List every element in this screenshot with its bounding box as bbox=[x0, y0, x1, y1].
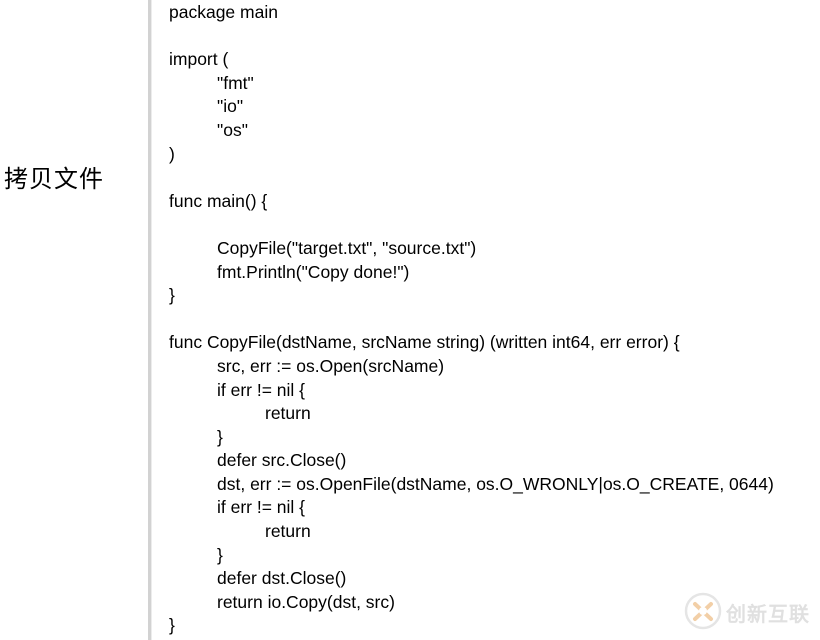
code-line: ) bbox=[169, 143, 175, 164]
code-line: "os" bbox=[217, 119, 248, 140]
code-line bbox=[169, 166, 774, 190]
section-label: 拷贝文件 bbox=[4, 165, 104, 193]
code-line: return bbox=[265, 403, 311, 424]
watermark: 创新互联 bbox=[684, 592, 816, 632]
code-line: if err != nil { bbox=[217, 379, 306, 400]
code-line: } bbox=[169, 285, 175, 306]
code-line bbox=[169, 25, 774, 49]
code-line: import ( bbox=[169, 49, 229, 70]
code-line: "io" bbox=[217, 96, 244, 117]
code-line: defer dst.Close() bbox=[217, 568, 347, 589]
code-line: return io.Copy(dst, src) bbox=[217, 591, 395, 612]
code-line: func CopyFile(dstName, srcName string) (… bbox=[169, 332, 680, 353]
code-line: dst, err := os.OpenFile(dstName, os.O_WR… bbox=[217, 473, 774, 494]
code-line: } bbox=[217, 426, 223, 447]
code-line: package main bbox=[169, 2, 278, 22]
code-line: fmt.Println("Copy done!") bbox=[217, 261, 410, 282]
code-line: if err != nil { bbox=[217, 497, 306, 518]
code-line: } bbox=[217, 544, 223, 565]
column-divider bbox=[148, 0, 151, 640]
code-line: defer src.Close() bbox=[217, 450, 347, 471]
code-line: func main() { bbox=[169, 190, 268, 211]
code-line: src, err := os.Open(srcName) bbox=[217, 355, 445, 376]
code-line bbox=[169, 213, 774, 237]
flame-x-logo-icon bbox=[684, 592, 722, 630]
code-line: CopyFile("target.txt", "source.txt") bbox=[217, 237, 477, 258]
watermark-text: 创新互联 bbox=[726, 602, 810, 626]
code-line: return bbox=[265, 521, 311, 542]
code-line bbox=[169, 308, 774, 332]
code-line: "fmt" bbox=[217, 72, 254, 93]
column-divider-highlight bbox=[151, 0, 152, 640]
code-line: } bbox=[169, 615, 175, 636]
code-block: package main import ("fmt" "io""os") func m… bbox=[169, 1, 774, 638]
